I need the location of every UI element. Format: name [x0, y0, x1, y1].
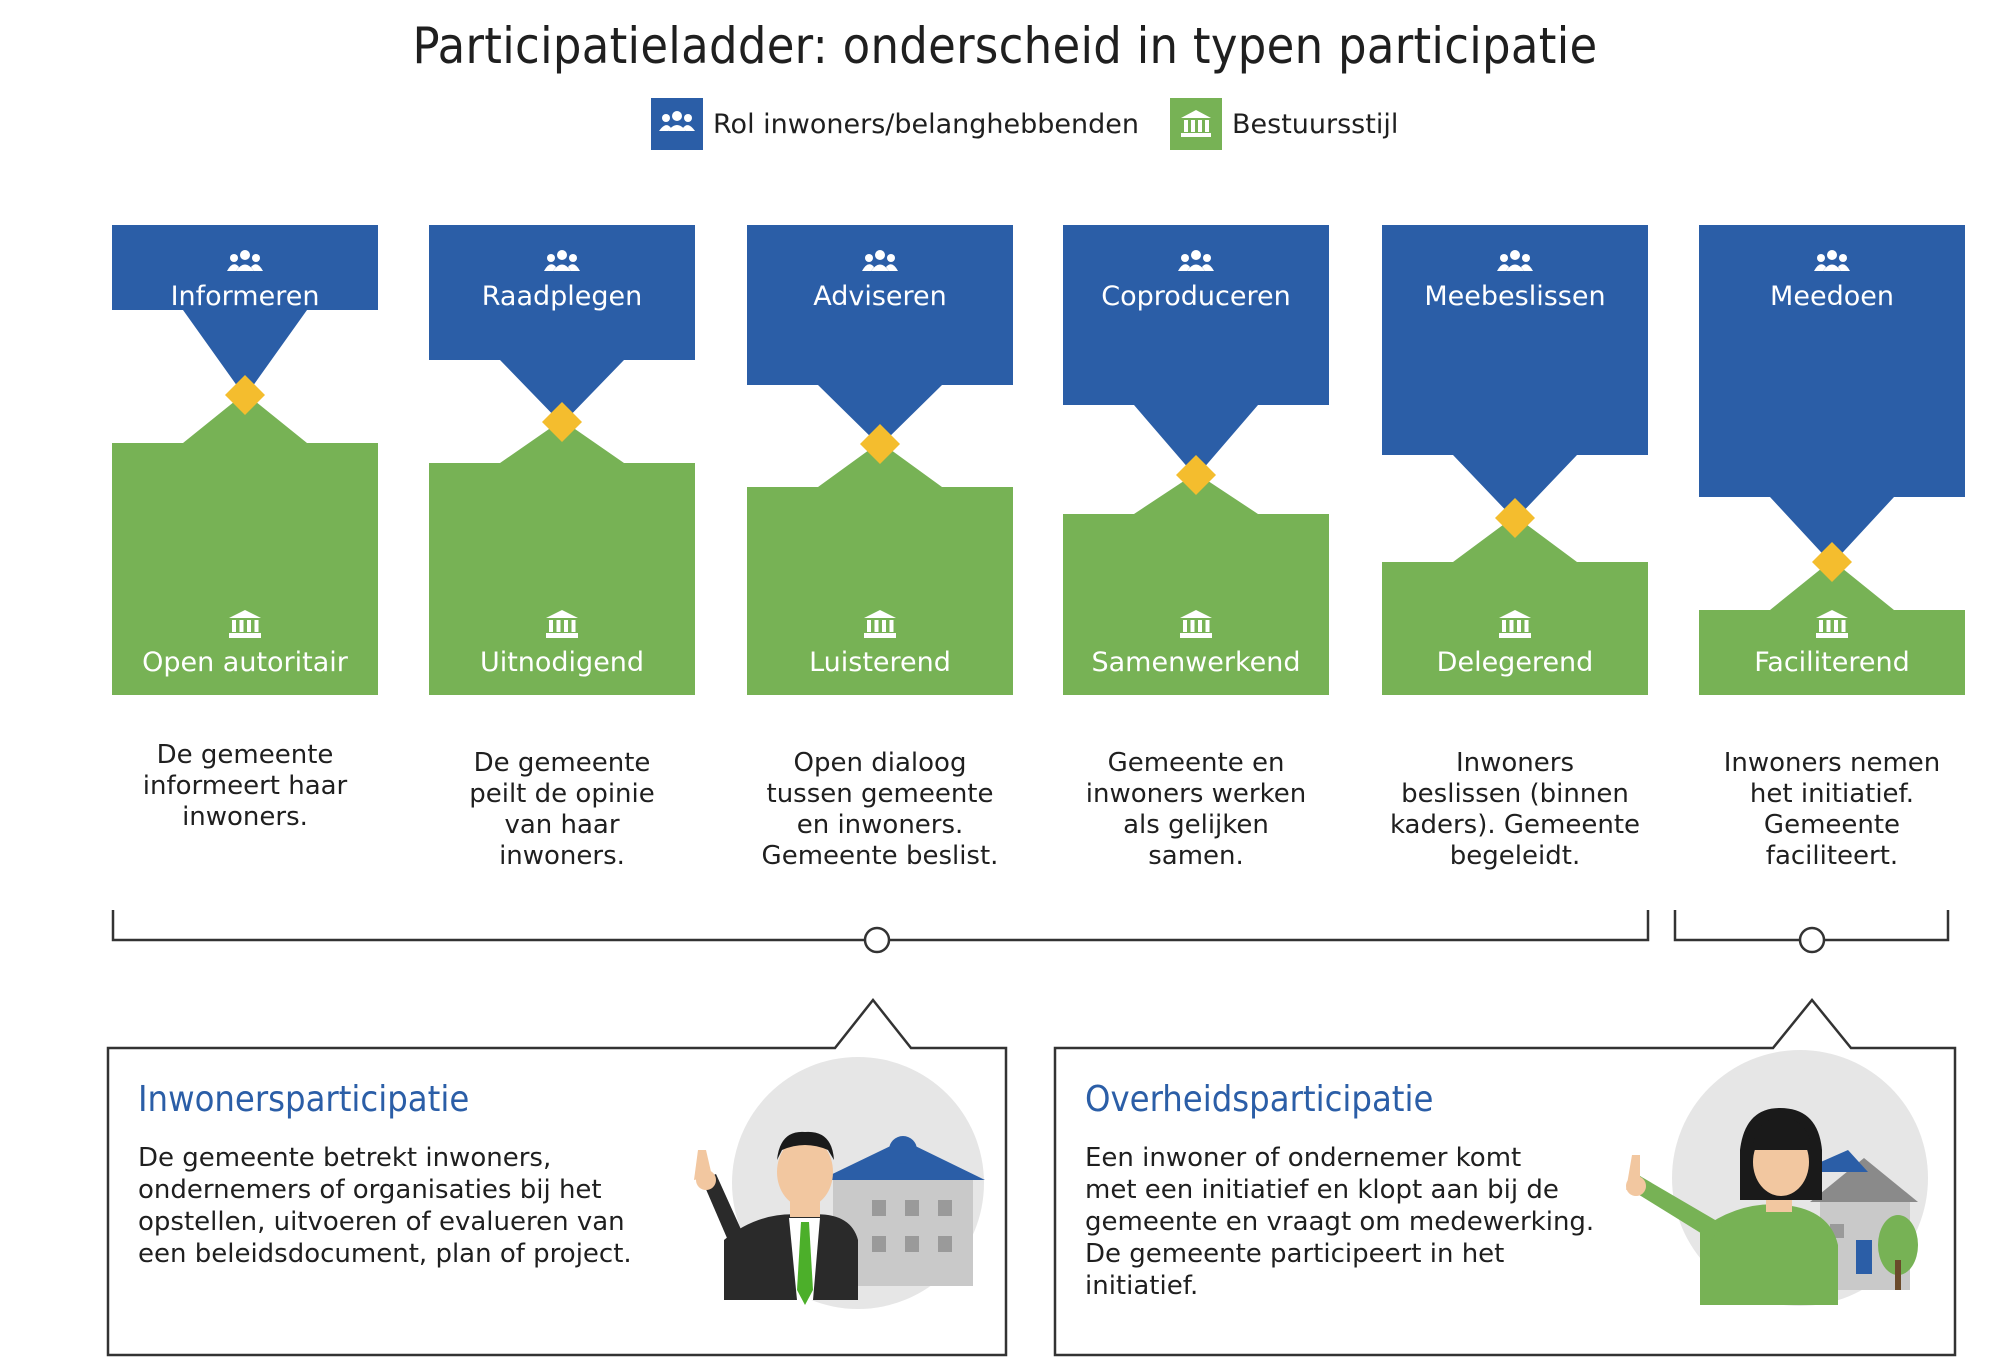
- role-label-adviseren: Adviseren: [813, 281, 947, 312]
- government-building-icon: [1170, 98, 1222, 150]
- people-icon: [862, 250, 898, 271]
- diamond-marker: [542, 402, 582, 442]
- style-block-samenwerkend: [1063, 473, 1329, 695]
- man-illustration: [694, 1057, 985, 1309]
- description-line: begeleidt.: [1449, 841, 1581, 871]
- description-line: De gemeente: [156, 740, 334, 770]
- box-body-inwonersparticipatie: De gemeente betrekt inwoners,ondernemers…: [138, 1142, 668, 1270]
- description-line: inwoners werken: [1085, 779, 1307, 809]
- role-block-raadplegen: [429, 225, 695, 424]
- description-line: inwoners.: [182, 802, 308, 832]
- people-icon: [227, 250, 263, 271]
- description-line: Open dialoog: [793, 748, 967, 778]
- role-block-informeren: [112, 225, 378, 397]
- box-body-line: ondernemers of organisaties bij het: [138, 1175, 602, 1205]
- style-block-luisterend: [747, 442, 1013, 695]
- role-block-meedoen: [1699, 225, 1965, 564]
- role-label-meedoen: Meedoen: [1770, 281, 1894, 312]
- description-line: als gelijken: [1123, 810, 1269, 840]
- description-line: informeert haar: [142, 771, 348, 801]
- diamond-marker: [1812, 542, 1852, 582]
- description-line: tussen gemeente: [766, 779, 994, 809]
- bracket-node-left: [863, 926, 891, 954]
- people-icon: [544, 250, 580, 271]
- role-label-coproduceren: Coproduceren: [1101, 281, 1291, 312]
- description-line: van haar: [504, 810, 620, 840]
- government-building-icon: [864, 610, 896, 638]
- style-label: Luisterend: [809, 647, 951, 678]
- people-icon: [651, 98, 703, 150]
- role-block-coproduceren: [1063, 225, 1329, 477]
- role-block-adviseren: [747, 225, 1013, 446]
- box-title-inwonersparticipatie: Inwonersparticipatie: [138, 1079, 470, 1120]
- style-label: Samenwerkend: [1091, 647, 1301, 678]
- box-body-line: opstellen, uitvoeren of evalueren van: [138, 1207, 625, 1237]
- description-line: Gemeente en: [1107, 748, 1285, 778]
- description-line: beslissen (binnen: [1401, 779, 1629, 809]
- people-icon: [1178, 250, 1214, 271]
- description-line: Inwoners nemen: [1723, 748, 1941, 778]
- diamond-marker: [1495, 498, 1535, 538]
- legend-role-label: Rol inwoners/belanghebbenden: [713, 108, 1139, 140]
- description-line: samen.: [1148, 841, 1244, 871]
- box-body-line: De gemeente participeert in het: [1085, 1239, 1505, 1269]
- role-block-meebeslissen: [1382, 225, 1648, 520]
- woman-illustration: [1626, 1050, 1928, 1306]
- description-line: kaders). Gemeente: [1389, 810, 1641, 840]
- description-line: Gemeente beslist.: [761, 841, 999, 871]
- government-building-icon: [1180, 610, 1212, 638]
- description-line: faciliteert.: [1765, 841, 1899, 871]
- role-label-informeren: Informeren: [170, 281, 320, 312]
- people-icon: [1497, 250, 1533, 271]
- description-line: inwoners.: [499, 841, 625, 871]
- box-body-line: met een initiatief en klopt aan bij de: [1085, 1175, 1559, 1205]
- legend-role: Rol inwoners/belanghebbenden: [651, 98, 1139, 150]
- style-label: Delegerend: [1436, 647, 1594, 678]
- bracket-node-right: [1798, 926, 1826, 954]
- people-icon: [1814, 250, 1850, 271]
- style-block-open-autoritair: [112, 393, 378, 695]
- box-title-overheidsparticipatie: Overheidsparticipatie: [1085, 1079, 1434, 1120]
- description-line: het initiatief.: [1749, 779, 1915, 809]
- government-building-icon: [1499, 610, 1531, 638]
- role-label-meebeslissen: Meebeslissen: [1424, 281, 1606, 312]
- page-title: Participatieladder: onderscheid in typen…: [412, 17, 1598, 75]
- government-building-icon: [1816, 610, 1848, 638]
- box-body-line: gemeente en vraagt om medewerking.: [1085, 1207, 1595, 1237]
- diamond-marker: [860, 424, 900, 464]
- diamond-marker: [1176, 455, 1216, 495]
- description-line: De gemeente: [473, 748, 651, 778]
- box-body-line: Een inwoner of ondernemer komt: [1085, 1143, 1522, 1173]
- description-line: en inwoners.: [796, 810, 964, 840]
- style-block-uitnodigend: [429, 420, 695, 695]
- government-building-icon: [546, 610, 578, 638]
- diamond-marker: [225, 375, 265, 415]
- box-body-line: een beleidsdocument, plan of project.: [138, 1239, 632, 1269]
- government-building-icon: [229, 610, 261, 638]
- description-line: peilt de opinie: [469, 779, 655, 809]
- style-label: Open autoritair: [142, 647, 348, 678]
- box-body-line: De gemeente betrekt inwoners,: [138, 1143, 552, 1173]
- box-body-line: initiatief.: [1085, 1271, 1199, 1301]
- style-label: Faciliterend: [1754, 647, 1910, 678]
- legend-style: Bestuursstijl: [1170, 98, 1398, 150]
- description-line: Inwoners: [1455, 748, 1575, 778]
- description-line: Gemeente: [1763, 810, 1901, 840]
- style-block-delegerend: [1382, 516, 1648, 695]
- style-block-faciliterend: [1699, 560, 1965, 695]
- legend-style-label: Bestuursstijl: [1232, 108, 1399, 140]
- style-label: Uitnodigend: [479, 647, 645, 678]
- role-label-raadplegen: Raadplegen: [481, 281, 643, 312]
